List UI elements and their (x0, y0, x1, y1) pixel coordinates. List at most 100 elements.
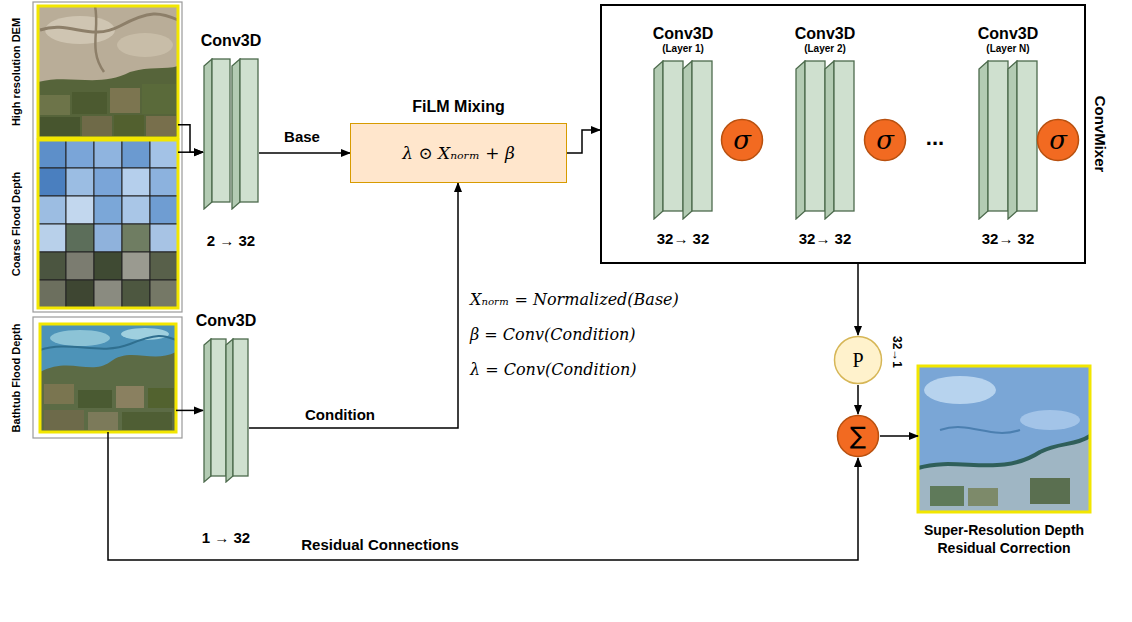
input-label: Coarse Flood Depth (10, 172, 22, 277)
slab-side (232, 59, 240, 209)
slab-front (663, 61, 683, 211)
arrow-connector (259, 152, 350, 154)
equation: λ = Conv(Condition) (470, 360, 636, 379)
slab-side (226, 339, 233, 482)
bathtub-picture (40, 324, 176, 432)
block-title: Conv3D (201, 32, 261, 50)
channel-count: 1 → 32 (202, 529, 250, 546)
layer-name: (Layer 2) (804, 43, 846, 54)
slab-front (233, 339, 248, 476)
slab-front (988, 61, 1008, 211)
label-group: 2 → 32 (207, 232, 255, 249)
circle-shape (838, 416, 879, 457)
slab-side (1008, 61, 1017, 219)
coarse-depth-image: Coarse Flood Depth (38, 140, 178, 308)
block-title: Conv3D (795, 25, 855, 43)
conv3d-layer: Conv3D(Layer 2)32→ 32 (795, 60, 855, 220)
bathtub-image: Bathtub Flood Depth (40, 324, 176, 432)
projection-symbol: P (852, 349, 863, 372)
arrow-connector (176, 410, 203, 412)
input-label: Bathtub Flood Depth (10, 324, 22, 433)
slab-side (204, 339, 211, 482)
channel-count: 32→ 32 (799, 230, 852, 247)
slab-side (979, 61, 988, 219)
title-group: Conv3D(Layer 2) (795, 25, 855, 54)
arrow-connector (249, 183, 458, 428)
input-label: High resolution DEM (10, 18, 22, 126)
conv-slabs (203, 58, 259, 210)
output-image: Super-Resolution Depth Residual Correcti… (918, 366, 1090, 512)
label-group: 1 → 32 (202, 529, 250, 546)
title-group: Conv3D(Layer N) (978, 25, 1038, 54)
input-frame (33, 2, 182, 438)
conv3d-block: Conv3D2 → 32 (203, 58, 259, 210)
sum-symbol: ∑ (850, 422, 866, 450)
circle-shape (865, 120, 906, 161)
slab-front (834, 61, 854, 211)
slab-front (805, 61, 825, 211)
slab-front (212, 59, 230, 202)
dem-picture (38, 6, 178, 138)
dem-image: High resolution DEM (38, 6, 178, 138)
title-group: Conv3D (201, 32, 261, 50)
equation: Xₙₒᵣₘ = Normalized(Base) (470, 290, 679, 309)
circle-shape (835, 337, 882, 384)
block-title: Conv3D (653, 25, 713, 43)
ellipsis: ... (926, 125, 944, 151)
channel-count: 2 → 32 (207, 232, 255, 249)
block-title: Conv3D (196, 312, 256, 330)
arrow-connector (178, 125, 203, 152)
circle-shape (1038, 120, 1079, 161)
channel-count: 32→ 32 (982, 230, 1035, 247)
conv3d-layer: Conv3D(Layer 1)32→ 32 (653, 60, 713, 220)
slab-front (240, 59, 258, 202)
slab-front (1017, 61, 1037, 211)
layer-name: (Layer 1) (662, 43, 704, 54)
slab-side (796, 61, 805, 219)
conv-slabs (653, 60, 713, 220)
equation: β = Conv(Condition) (470, 325, 636, 344)
slab-side (683, 61, 692, 219)
conv3d-block: Conv3D1 → 32 (203, 338, 249, 483)
label-group: 32→ 32 (799, 230, 852, 247)
edge-label: Condition (302, 406, 378, 423)
label-group: 32→ 32 (982, 230, 1035, 247)
label-group: 32→ 32 (657, 230, 710, 247)
circle-shape (722, 120, 763, 161)
title-group: Conv3D (196, 312, 256, 330)
block-title: Conv3D (978, 25, 1038, 43)
title-group: Conv3D(Layer 1) (653, 25, 713, 54)
activation-circle: σ (863, 118, 907, 162)
film-box: FiLM Mixingλ ⊙ Xₙₒᵣₘ + β (350, 123, 567, 183)
slab-front (211, 339, 226, 476)
edge-label: Residual Connections (298, 536, 462, 553)
title-group: FiLM Mixing (412, 98, 504, 116)
box-title: FiLM Mixing (412, 98, 504, 116)
output-picture (918, 366, 1090, 512)
slab-side (654, 61, 663, 219)
slab-front (692, 61, 712, 211)
arrow-connector (178, 151, 203, 153)
activation-symbol: σ (733, 125, 751, 155)
output-caption: Super-Resolution Depth Residual Correcti… (904, 522, 1104, 557)
projection-circle: P (833, 335, 883, 385)
slab-side (204, 59, 212, 209)
channel-count: 32→1 (890, 336, 904, 368)
convmixer-box: ConvMixerConv3D(Layer 1)32→ 32σConv3D(La… (600, 4, 1086, 264)
conv-slabs (978, 60, 1038, 220)
arrow-connector (880, 435, 918, 437)
formula: λ ⊙ Xₙₒᵣₘ + β (402, 143, 515, 163)
arrow-connector (857, 385, 859, 414)
arrow-connector (567, 130, 600, 153)
group-title: ConvMixer (1092, 96, 1109, 173)
sum-circle: ∑ (836, 414, 880, 458)
activation-circle: σ (1036, 118, 1080, 162)
activation-circle: σ (720, 118, 764, 162)
conv3d-layer: Conv3D(Layer N)32→ 32 (978, 60, 1038, 220)
coarse-depth-picture (38, 140, 178, 308)
activation-symbol: σ (876, 125, 894, 155)
channel-count: 32→ 32 (657, 230, 710, 247)
conv-slabs (203, 338, 249, 483)
arrow-connector (857, 264, 859, 335)
slab-side (825, 61, 834, 219)
